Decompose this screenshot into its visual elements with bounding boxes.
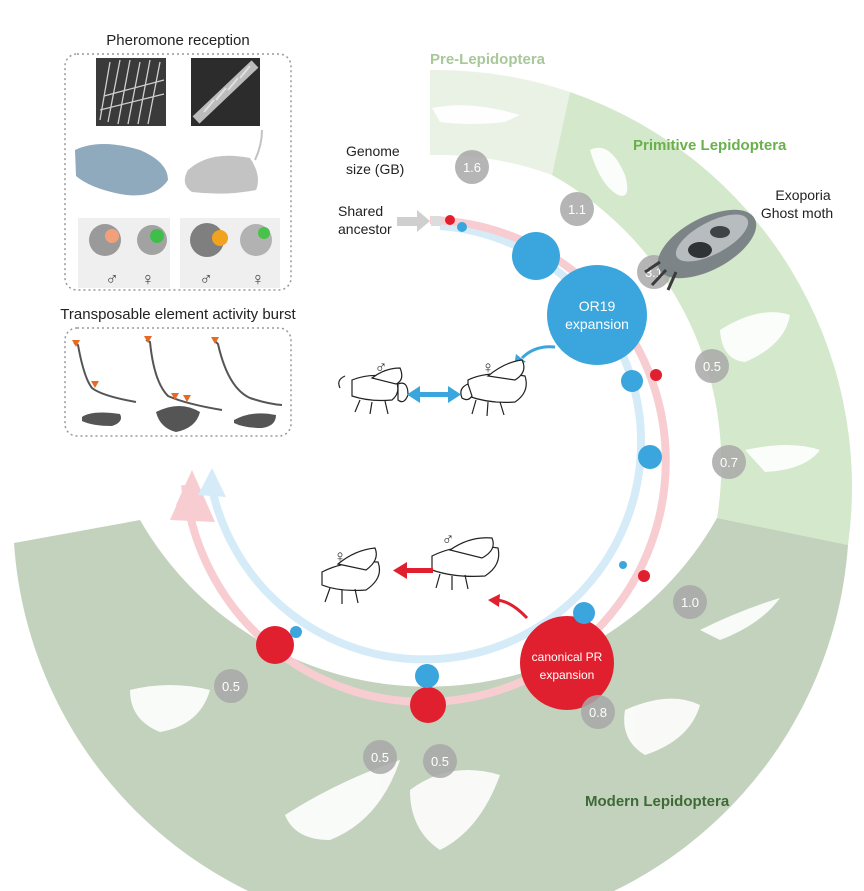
blue-dot-2	[621, 370, 643, 392]
female-moth-bottom	[321, 547, 381, 604]
blue-dot-4	[619, 561, 627, 569]
silhouette-modern-5	[130, 685, 210, 732]
male-moth-bottom	[431, 537, 500, 590]
ghost-moth-photo	[644, 209, 757, 291]
svg-text:0.5: 0.5	[703, 359, 721, 374]
genome-badge-1: 1.6	[455, 150, 489, 184]
genome-badge-2: 1.1	[560, 192, 594, 226]
svg-text:1.6: 1.6	[463, 160, 481, 175]
primitive-lepidoptera-band	[552, 92, 853, 545]
blue-curved-arrow	[520, 345, 556, 360]
silhouette-modern-2	[624, 698, 700, 755]
moth-antenna	[254, 129, 263, 161]
genome-badge-10: 0.5	[214, 669, 248, 703]
red-curved-arrowhead	[488, 594, 500, 607]
shared-ancestor-label-line1: Shared	[338, 203, 383, 219]
or19-label-line2: expansion	[565, 316, 629, 332]
red-arrow-left	[393, 562, 433, 579]
male-symbol-panel-1: ♂	[105, 269, 119, 289]
silhouette-primitive-2	[720, 312, 790, 362]
antennal-lobe-female-1	[137, 225, 167, 255]
exoporia-label-line2: Ghost moth	[761, 205, 833, 221]
red-dot-1	[650, 369, 662, 381]
blue-dot-3	[638, 445, 662, 469]
double-arrow-blue	[407, 386, 461, 403]
genome-badge-9: 0.5	[363, 740, 397, 774]
blue-dot-7	[290, 626, 302, 638]
red-dot-2	[638, 570, 650, 582]
genome-size-label-line2: size (GB)	[346, 161, 404, 177]
svg-text:0.5: 0.5	[431, 754, 449, 769]
te-moth-2	[156, 406, 200, 432]
svg-text:0.8: 0.8	[589, 705, 607, 720]
red-dot-ancestor	[445, 215, 455, 225]
pr-expansion-circle	[520, 616, 614, 710]
genome-badge-6: 1.0	[673, 585, 707, 619]
red-dot-3	[410, 687, 446, 723]
te-moth-1	[82, 412, 121, 426]
blue-dot-5	[573, 602, 595, 624]
modern-lepidoptera-label: Modern Lepidoptera	[585, 793, 730, 810]
te-panel-title: Transposable element activity burst	[60, 306, 296, 323]
sem-image-left	[96, 58, 166, 126]
red-dot-4	[256, 626, 294, 664]
pr-label-line1: canonical PR	[532, 650, 603, 664]
antennal-lobe-male-2	[190, 223, 228, 257]
female-symbol-panel-2: ♀	[251, 269, 265, 289]
blue-dot-ancestor	[457, 222, 467, 232]
genome-badge-4: 0.5	[695, 349, 729, 383]
silhouette-primitive-3	[745, 445, 820, 472]
female-moth-top	[460, 359, 527, 417]
or19-label-line1: OR19	[579, 298, 616, 314]
silhouette-pre	[432, 105, 520, 124]
return-arrow-red	[170, 470, 215, 522]
svg-text:0.5: 0.5	[222, 679, 240, 694]
blue-dot-1	[512, 232, 560, 280]
genome-badge-5: 0.7	[712, 445, 746, 479]
red-curved-arrow	[494, 598, 529, 620]
antennal-lobe-male-1	[89, 224, 121, 256]
te-panel	[64, 327, 292, 437]
te-curve-1	[73, 342, 137, 403]
genome-badge-8: 0.5	[423, 744, 457, 778]
female-symbol-bottom: ♀	[334, 547, 347, 566]
female-symbol-panel-1: ♀	[141, 269, 155, 289]
antennal-lobe-female-2	[240, 224, 272, 256]
shared-ancestor-arrow	[397, 210, 441, 232]
primitive-lepidoptera-label: Primitive Lepidoptera	[633, 137, 787, 154]
sem-image-right	[191, 58, 260, 126]
svg-text:1.0: 1.0	[681, 595, 699, 610]
genome-size-label-line1: Genome	[346, 143, 400, 159]
silhouette-modern-1	[700, 598, 780, 640]
pre-lepidoptera-label: Pre-Lepidoptera	[430, 51, 546, 68]
blue-dot-6	[415, 664, 439, 688]
male-symbol-bottom: ♂	[442, 530, 455, 549]
exoporia-label-line1: Exoporia	[775, 187, 830, 203]
silhouette-modern-3	[410, 770, 500, 850]
te-curve-3	[213, 339, 283, 406]
silhouette-modern-4	[285, 760, 400, 840]
moth-silhouette-blue	[75, 144, 168, 196]
pheromone-panel-title: Pheromone reception	[106, 32, 249, 49]
silhouette-primitive-1	[590, 147, 628, 196]
svg-text:0.7: 0.7	[720, 455, 738, 470]
return-arrow-blue	[198, 468, 226, 497]
te-burst-markers	[72, 336, 219, 402]
moth-silhouette-gray	[184, 155, 258, 194]
pr-label-line2: expansion	[540, 668, 595, 682]
band-silhouettes	[130, 105, 820, 850]
svg-text:1.1: 1.1	[568, 202, 586, 217]
male-moth-top	[338, 367, 409, 415]
pheromone-panel	[64, 53, 292, 291]
te-curve-2	[145, 339, 223, 411]
genome-badge-7: 0.8	[581, 695, 615, 729]
male-symbol-top: ♂	[375, 358, 388, 377]
te-moth-3	[234, 413, 276, 428]
female-symbol-top: ♀	[482, 358, 495, 377]
svg-text:0.5: 0.5	[371, 750, 389, 765]
or19-expansion-circle	[547, 265, 647, 365]
shared-ancestor-label-line2: ancestor	[338, 221, 392, 237]
male-symbol-panel-2: ♂	[199, 269, 213, 289]
